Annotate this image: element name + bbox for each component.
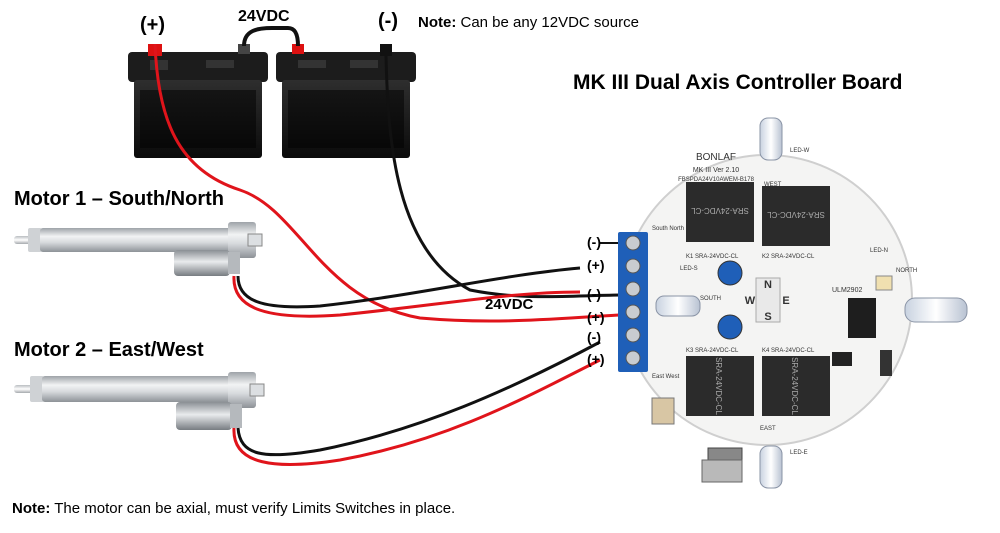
board-version: MK III Ver 2.10: [693, 167, 739, 174]
top-note: Note: Can be any 12VDC source: [418, 14, 639, 31]
terminal-block: [618, 232, 648, 372]
compass-w: W: [745, 295, 756, 307]
battery-positive-label: (+): [140, 14, 165, 36]
terminal-label-4: (+): [587, 309, 605, 325]
sensor-label-s: LED-S: [680, 266, 698, 272]
side-label-east-west: East West: [652, 374, 680, 380]
svg-text:SRA-24VDC-CL: SRA-24VDC-CL: [790, 357, 799, 415]
supply-positive-wire: [153, 43, 621, 323]
sensor-label-n: LED-N: [870, 248, 888, 254]
footer-note: Note: The motor can be axial, must verif…: [12, 500, 455, 517]
sensor-led-north: [759, 117, 783, 161]
svg-text:SRA-24VDC-CL: SRA-24VDC-CL: [767, 210, 825, 219]
motor-1-positive-wire: [232, 275, 581, 318]
terminal-label-3: (-): [587, 286, 601, 302]
side-label-east: EAST: [760, 426, 776, 432]
ic-label: ULM2902: [832, 287, 862, 294]
motor-2-title: Motor 2 – East/West: [14, 339, 204, 361]
side-label-south: SOUTH: [700, 296, 721, 302]
battery-2-positive-terminal: [292, 44, 304, 54]
battery-2-negative-terminal: [380, 44, 392, 56]
compass-s: S: [764, 311, 771, 323]
supply-negative-wire: [384, 55, 621, 299]
svg-text:SRA-24VDC-CL: SRA-24VDC-CL: [691, 206, 749, 215]
ic-chip: [848, 298, 876, 338]
battery-negative-label: (-): [378, 10, 398, 32]
battery-voltage-label: 24VDC: [238, 8, 290, 25]
battery-link-wire: [242, 26, 300, 47]
motor-2-actuator: [14, 372, 265, 430]
sensor-led-south: [759, 445, 783, 489]
footer-note-text: The motor can be axial, must verify Limi…: [50, 500, 456, 517]
relay-label-k3: K3 SRA-24VDC-CL: [686, 348, 739, 354]
motor-2-negative-wire: [236, 340, 601, 457]
side-label-south-north: South North: [652, 226, 684, 232]
motor-1-actuator: [14, 222, 263, 276]
motor-1-title: Motor 1 – South/North: [14, 188, 224, 210]
relay-k3: [686, 356, 754, 416]
terminal-label-2: (+): [587, 257, 605, 273]
board-brand: BONLAF: [696, 152, 736, 163]
relay-label-k4: K4 SRA-24VDC-CL: [762, 348, 815, 354]
sensor-label-e: LED-E: [790, 450, 808, 456]
relay-k1: [686, 182, 754, 242]
top-note-text: Can be any 12VDC source: [456, 14, 639, 31]
side-label-north: NORTH: [896, 268, 917, 274]
battery-2: [276, 44, 416, 158]
board-part-number: FBSPDA24V10AWEM-B178: [678, 177, 754, 183]
board-title: MK III Dual Axis Controller Board: [573, 71, 903, 94]
compass-n: N: [764, 279, 772, 291]
battery-1: [128, 44, 268, 158]
relay-k4: [762, 356, 830, 416]
motor-1-negative-wire: [236, 266, 581, 309]
footer-note-prefix: Note:: [12, 500, 51, 517]
terminal-label-6: (+): [587, 351, 605, 367]
sensor-led-west: [655, 295, 701, 317]
sensor-label-w: LED-W: [790, 148, 810, 154]
sensor-led-east: [904, 297, 968, 323]
terminal-label-5: (-): [587, 329, 601, 345]
relay-label-k1: K1 SRA-24VDC-CL: [686, 254, 739, 260]
side-label-west: WEST: [764, 182, 782, 188]
controller-board: SRA-24VDC-CL SRA-24VDC-CL SRA-24VDC-CL S…: [618, 117, 968, 489]
compass-e: E: [782, 295, 789, 307]
relay-k2: [762, 186, 830, 246]
top-note-prefix: Note:: [418, 14, 457, 31]
wire-voltage-label: 24VDC: [485, 296, 534, 313]
terminal-label-1: (-): [587, 234, 601, 250]
relay-label-k2: K2 SRA-24VDC-CL: [762, 254, 815, 260]
motor-2-positive-wire: [232, 358, 601, 466]
svg-text:SRA-24VDC-CL: SRA-24VDC-CL: [714, 357, 723, 415]
